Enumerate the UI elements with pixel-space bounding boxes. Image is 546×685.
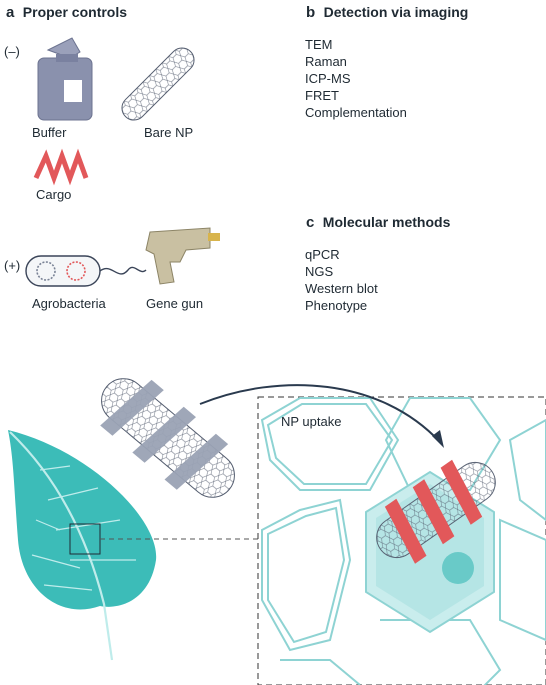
panel-c-header: c Molecular methods	[306, 214, 450, 232]
positive-controls-marker: (+)	[4, 258, 21, 273]
list-item: Phenotype	[305, 298, 368, 313]
list-item: FRET	[305, 88, 339, 103]
bare-np-label: Bare NP	[144, 125, 194, 140]
panel-a-header: a Proper controls	[6, 4, 127, 22]
panel-c-title: Molecular methods	[322, 214, 451, 230]
cargo-nanotube-icon	[376, 459, 496, 564]
list-item: NGS	[305, 264, 334, 279]
panel-b-title: Detection via imaging	[323, 4, 469, 20]
panel-a-title: Proper controls	[22, 4, 128, 20]
agrobacteria-label: Agrobacteria	[32, 296, 106, 311]
leaf-icon	[8, 430, 157, 661]
agrobacteria-icon	[25, 255, 147, 287]
gene-gun-label: Gene gun	[146, 296, 204, 311]
np-uptake-label: NP uptake	[281, 414, 342, 429]
list-item: qPCR	[305, 247, 340, 262]
panel-b-header: b Detection via imaging	[306, 4, 468, 22]
bare-nanotube-icon	[121, 47, 195, 121]
buffer-label: Buffer	[32, 125, 67, 140]
uptake-arrow	[199, 384, 441, 443]
list-item: Complementation	[305, 105, 407, 120]
imaging-methods-list: TEM Raman ICP-MS FRET Complementation	[305, 36, 407, 121]
uptake-arrow-head	[432, 430, 444, 448]
list-item: Western blot	[305, 281, 378, 296]
panel-a-letter: a	[6, 4, 15, 21]
list-item: Raman	[305, 54, 347, 69]
panel-b-letter: b	[306, 4, 316, 21]
buffer-bottle-icon	[37, 37, 93, 121]
panel-c-letter: c	[306, 214, 315, 231]
cargo-label: Cargo	[36, 187, 72, 202]
negative-controls-marker: (–)	[4, 44, 20, 59]
cargo-icon	[33, 148, 89, 186]
molecular-methods-list: qPCR NGS Western blot Phenotype	[305, 246, 378, 314]
list-item: TEM	[305, 37, 333, 52]
coated-nanotube-icon	[100, 378, 235, 498]
list-item: ICP-MS	[305, 71, 351, 86]
gene-gun-icon	[145, 227, 220, 285]
